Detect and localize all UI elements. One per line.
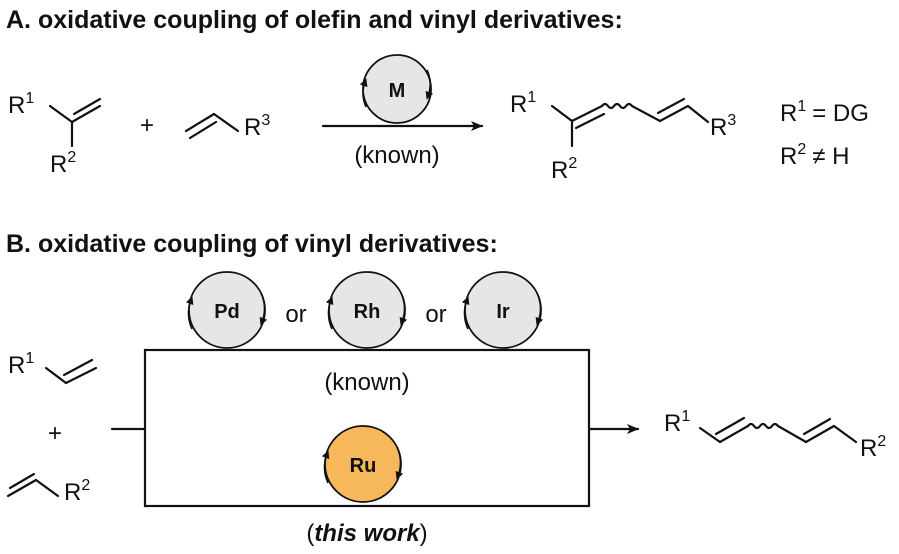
section-b-heading: B. oxidative coupling of vinyl derivativ…	[6, 230, 498, 258]
b-product-r2-label: R2	[860, 433, 886, 462]
plus-sign: +	[140, 112, 154, 139]
r1-label: R1	[8, 90, 34, 119]
diene-product-a: R1 R2 R3	[510, 89, 736, 184]
known-label-b: (known)	[324, 369, 409, 396]
ir-catalyst-cycle: Ir	[461, 271, 544, 349]
or-label-1: or	[285, 301, 306, 328]
product-r2-label: R2	[551, 155, 577, 184]
r3-label: R3	[244, 112, 270, 141]
vinyl-r2-substrate: R2	[6, 472, 90, 506]
reaction-box	[110, 348, 640, 508]
condition-r2-not-h: R2≠ H	[780, 141, 849, 170]
vinyl-r1-substrate: R1	[8, 350, 98, 385]
catalyst-m-label: M	[389, 80, 406, 102]
rh-catalyst-cycle: Rh	[325, 271, 408, 349]
product-r1-label: R1	[510, 89, 536, 118]
known-catalysts: Pd or Rh or Ir	[185, 271, 544, 349]
b-plus-sign: +	[48, 420, 62, 447]
vinyl-substrate: R3	[184, 112, 270, 141]
pd-label: Pd	[214, 301, 240, 323]
or-label-2: or	[425, 301, 446, 328]
known-label-a: (known)	[354, 142, 439, 169]
section-a-heading: A. oxidative coupling of olefin and viny…	[6, 6, 623, 34]
b-r1-label: R1	[8, 350, 34, 379]
metal-catalyst-cycle: M	[359, 54, 434, 124]
rh-label: Rh	[354, 301, 381, 323]
b-r2-label: R2	[64, 477, 90, 506]
pd-catalyst-cycle: Pd	[185, 271, 268, 349]
this-work-label: (this work)	[306, 520, 427, 547]
ru-label: Ru	[350, 455, 377, 477]
ir-label: Ir	[496, 301, 510, 323]
b-product-r1-label: R1	[664, 408, 690, 437]
r2-label: R2	[50, 149, 76, 178]
condition-r1-dg: R1= DG	[780, 98, 869, 127]
product-r3-label: R3	[710, 112, 736, 141]
olefin-substrate: R1 R2	[8, 90, 102, 178]
ru-catalyst-cycle: Ru	[321, 425, 404, 503]
diene-product-b: R1 R2	[664, 408, 886, 462]
